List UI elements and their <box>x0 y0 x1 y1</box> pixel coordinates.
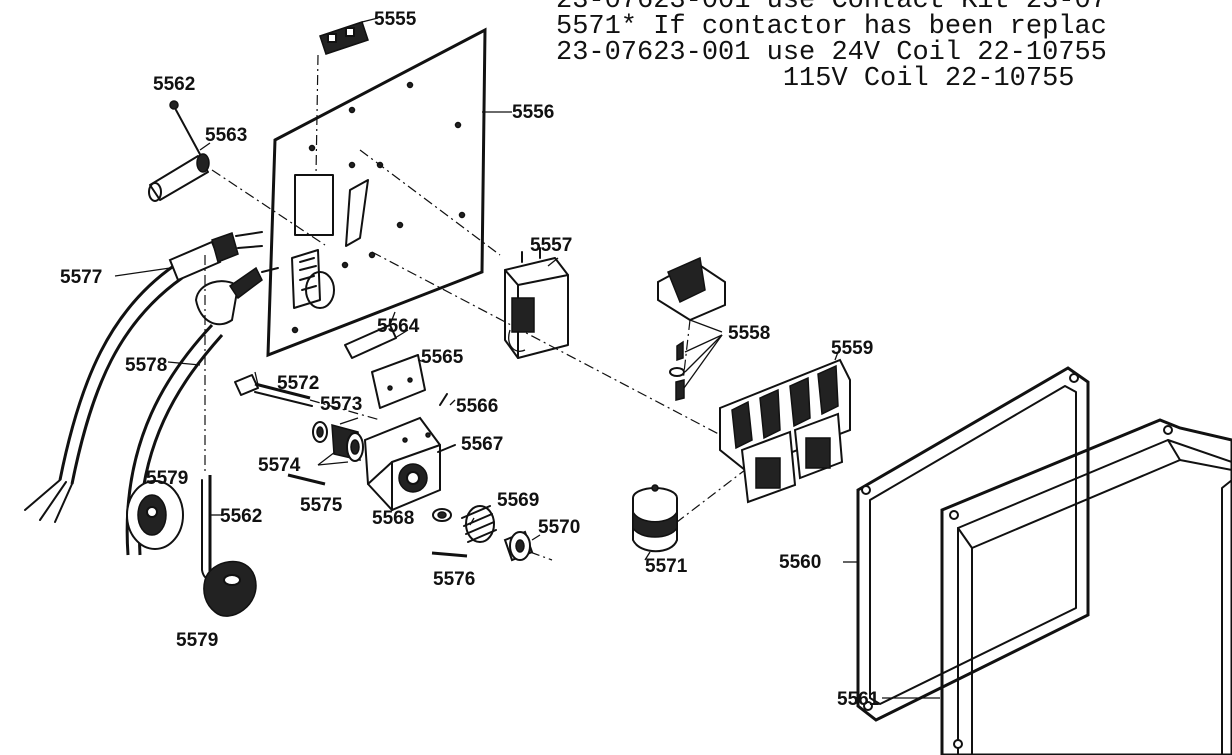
callout-5576: 5576 <box>433 569 475 590</box>
pin-5575 <box>287 473 326 486</box>
callout-5561: 5561 <box>837 689 880 710</box>
note-line-3: 23-07623-001 use 24V Coil 22-10755 <box>556 38 1107 68</box>
switch-body-5567 <box>309 399 456 512</box>
cover-5561 <box>882 418 1232 755</box>
callout-5562-lower: 5562 <box>220 506 262 527</box>
callout-5575: 5575 <box>300 495 343 516</box>
callout-5570: 5570 <box>538 517 580 538</box>
gasket-5560 <box>843 366 1090 722</box>
callout-5558: 5558 <box>728 323 770 344</box>
bushing-5573 <box>312 421 328 443</box>
clamp-5579-upper <box>126 480 184 550</box>
cap-5570 <box>503 530 553 562</box>
callout-5563: 5563 <box>205 125 247 146</box>
callout-5572: 5572 <box>277 373 319 394</box>
callout-labels: 5555 5556 5557 5558 5559 5560 5561 5562 … <box>60 9 880 710</box>
strain-relief-5563 <box>148 142 211 202</box>
leader-lines <box>339 257 651 561</box>
callout-5562-upper: 5562 <box>153 74 195 95</box>
bracket-5565 <box>371 354 426 409</box>
power-cord-5577 <box>24 231 263 523</box>
callout-5557: 5557 <box>530 235 572 256</box>
callout-5578: 5578 <box>125 355 167 376</box>
callout-5567: 5567 <box>461 434 503 455</box>
shaft-5572 <box>234 371 313 407</box>
callout-5560: 5560 <box>779 552 821 573</box>
callout-5565: 5565 <box>421 347 464 368</box>
screw-5562 <box>169 100 203 159</box>
note-line-4: 115V Coil 22-10755 <box>556 64 1075 94</box>
washer-5568 <box>432 508 452 522</box>
callout-5571: 5571 <box>645 556 688 577</box>
mounting-plate <box>266 27 487 358</box>
callout-5555: 5555 <box>374 9 417 30</box>
terminal-block-5555 <box>315 17 379 176</box>
callout-5559: 5559 <box>831 338 873 359</box>
contactor-5559 <box>719 351 851 504</box>
clamp-5579-lower <box>203 560 257 617</box>
callout-5564: 5564 <box>377 316 420 337</box>
callout-5579-lower: 5579 <box>176 630 218 651</box>
callout-5574: 5574 <box>258 455 301 476</box>
callout-5577: 5577 <box>60 267 102 288</box>
callout-5569: 5569 <box>497 490 539 511</box>
pin-5566 <box>439 393 456 406</box>
callout-5573: 5573 <box>320 394 362 415</box>
note-line-2: 5571* If contactor has been replac <box>556 12 1107 42</box>
transformer-5557 <box>504 247 569 359</box>
callout-5568: 5568 <box>372 508 414 529</box>
coil-5571 <box>632 484 678 553</box>
knob-5558 <box>657 256 726 391</box>
callout-5566: 5566 <box>456 396 498 417</box>
spring-5569 <box>461 505 497 543</box>
callout-5556: 5556 <box>512 102 554 123</box>
note-line-1: 23-07623-001 use Contact Kit 23-07 <box>556 0 1107 16</box>
callout-5579-upper: 5579 <box>146 468 188 489</box>
bushing-5574 <box>317 424 364 466</box>
hardware-5558 <box>669 334 723 401</box>
alignment-lines <box>211 149 746 536</box>
pin-5576 <box>431 551 468 558</box>
